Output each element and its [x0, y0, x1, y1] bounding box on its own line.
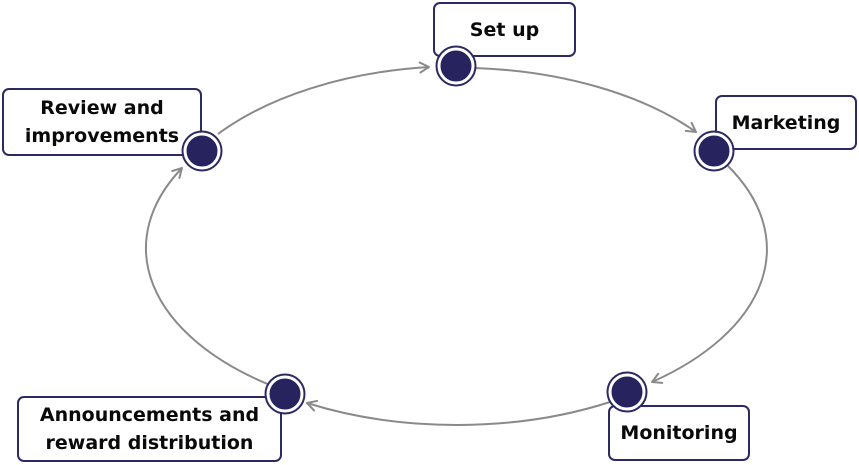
- step-label-marketing: Marketing: [731, 111, 841, 134]
- cycle-arrow-marketing-to-monitoring: [651, 165, 768, 384]
- step-box-announcements: Announcements and reward distribution: [17, 396, 282, 462]
- step-box-monitoring: Monitoring: [608, 405, 750, 461]
- cycle-arrow-announcements-to-review: [145, 167, 271, 386]
- step-label-review: Review and improvements: [24, 97, 180, 147]
- cycle-arrow-monitoring-to-announcements: [306, 399, 611, 426]
- step-label-announcements: Announcements and reward distribution: [39, 404, 260, 454]
- step-label-monitoring: Monitoring: [620, 422, 738, 444]
- step-box-setup: Set up: [433, 2, 576, 57]
- cycle-arrow-setup-to-marketing: [473, 67, 697, 133]
- step-box-marketing: Marketing: [715, 95, 857, 150]
- step-box-review: Review and improvements: [2, 88, 202, 156]
- step-label-setup: Set up: [469, 18, 540, 41]
- cycle-arrow-review-to-setup: [217, 61, 430, 135]
